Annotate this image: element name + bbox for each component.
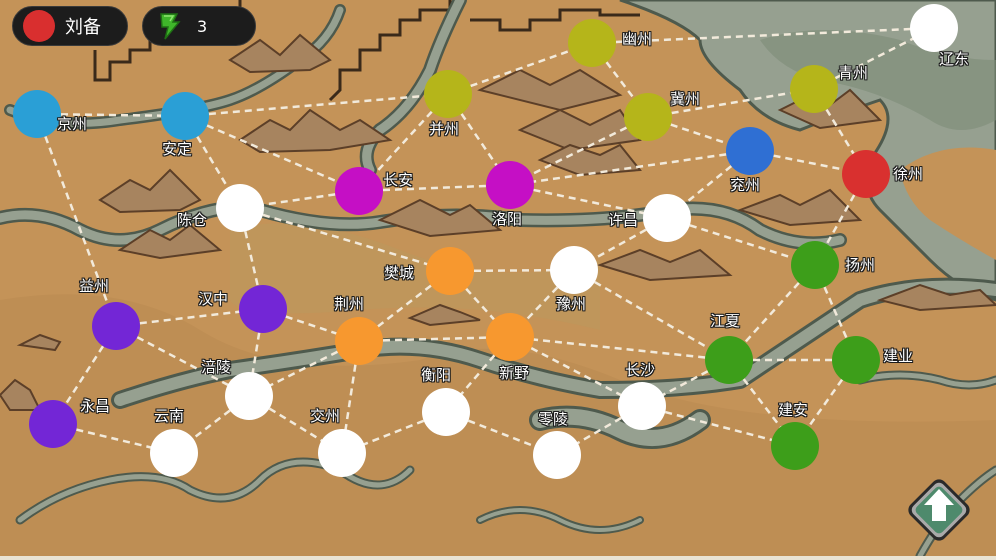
city-label-xuzhou: 徐州 [893,165,924,183]
road-bingzhou-youzhou [447,41,593,96]
city-label-lingling: 零陵 [538,410,569,428]
city-label-jianan: 建安 [778,401,809,419]
city-node-fuling[interactable] [225,372,273,420]
road-anding-bingzhou [184,92,449,118]
city-node-hengyang[interactable] [422,388,470,436]
energy-count: 3 [197,16,208,36]
road-yuzhou-jiangxia [573,268,730,362]
city-label-fuling: 涪陵 [201,358,232,376]
city-label-yizhou: 益州 [79,277,110,295]
city-label-qingzhou: 青州 [838,64,869,82]
city-node-qingzhou[interactable] [790,65,838,113]
road-yangzhou-jiangxia [728,264,816,361]
player-badge[interactable]: 刘备 [12,6,128,46]
city-node-hanzhong[interactable] [239,285,287,333]
city-node-fancheng[interactable] [426,247,474,295]
road-fancheng-yuzhou [449,268,575,273]
city-label-yanzhou: 兖州 [730,176,761,194]
city-label-hanzhong: 汉中 [198,290,229,308]
road-luoyang-xuchang [509,183,668,220]
road-xuchang-yangzhou [666,216,816,267]
city-label-xinye: 新野 [499,364,530,382]
city-label-yangzhou: 扬州 [845,256,876,274]
city-label-yunnan: 云南 [154,407,185,425]
lightning-gem-icon [160,13,181,40]
city-node-yizhou[interactable] [92,302,140,350]
road-yanzhou-luoyang [509,149,751,187]
city-node-yangzhou[interactable] [791,241,839,289]
road-liangzhou-anding [36,112,186,118]
city-label-yongchang: 永昌 [80,397,111,415]
city-node-yanzhou[interactable] [726,127,774,175]
road-anding-changan [184,114,360,193]
bottom-strip [0,556,996,560]
city-label-hengyang: 衡阳 [421,366,452,384]
city-node-liangzhou[interactable] [13,90,61,138]
city-label-luoyang: 洛阳 [492,210,523,228]
city-node-yunnan[interactable] [150,429,198,477]
city-node-lingling[interactable] [533,431,581,479]
city-label-youzhou: 幽州 [622,30,653,48]
road-changsha-jianan [641,404,796,448]
city-label-chencang: 陈仓 [177,211,208,229]
city-node-luoyang[interactable] [486,161,534,209]
city-node-yongchang[interactable] [29,400,77,448]
city-node-youzhou[interactable] [568,19,616,67]
road-jiangxia-xinye [509,335,730,362]
city-node-xinye[interactable] [486,313,534,361]
arrow-up-icon [908,479,970,541]
city-label-liaodong: 辽东 [939,50,970,68]
road-changan-luoyang [358,183,511,193]
road-jizhou-luoyang [509,115,649,187]
city-label-xuchang: 许昌 [608,211,639,229]
city-label-bingzhou: 并州 [429,120,460,138]
city-node-jiaozhou[interactable] [318,429,366,477]
city-label-jingzhou: 荆州 [334,295,365,313]
road-jingzhou-xinye [358,335,511,343]
city-node-jingzhou[interactable] [335,317,383,365]
city-node-jizhou[interactable] [624,93,672,141]
city-label-jiangxia: 江夏 [710,312,741,330]
city-node-bingzhou[interactable] [424,70,472,118]
city-label-liangzhou: 京州 [57,115,88,133]
city-label-jianye: 建业 [883,347,914,365]
city-node-liaodong[interactable] [910,4,958,52]
city-label-changan: 长安 [383,171,414,189]
city-node-xuzhou[interactable] [842,150,890,198]
road-yizhou-hanzhong [115,307,264,328]
road-liangzhou-yizhou [35,113,118,327]
city-node-jianye[interactable] [832,336,880,384]
city-label-jizhou: 冀州 [670,90,701,108]
road-jizhou-qingzhou [647,87,815,119]
city-label-fancheng: 樊城 [384,264,415,282]
road-youzhou-liaodong [591,26,935,45]
player-color-dot [23,10,55,42]
city-node-anding[interactable] [161,92,209,140]
city-node-changan[interactable] [335,167,383,215]
scroll-up-button[interactable] [898,469,980,551]
player-name: 刘备 [65,17,101,38]
city-node-xuchang[interactable] [643,194,691,242]
city-node-changsha[interactable] [618,382,666,430]
city-label-yuzhou: 豫州 [556,295,587,313]
city-node-jianan[interactable] [771,422,819,470]
energy-badge[interactable]: 3 [142,6,256,46]
road-chencang-fancheng [239,206,451,273]
city-node-jiangxia[interactable] [705,336,753,384]
city-label-changsha: 长沙 [625,361,656,379]
city-label-jiaozhou: 交州 [310,407,341,425]
city-label-anding: 安定 [162,140,193,158]
road-yongchang-yunnan [52,422,175,455]
city-node-chencang[interactable] [216,184,264,232]
city-node-yuzhou[interactable] [550,246,598,294]
